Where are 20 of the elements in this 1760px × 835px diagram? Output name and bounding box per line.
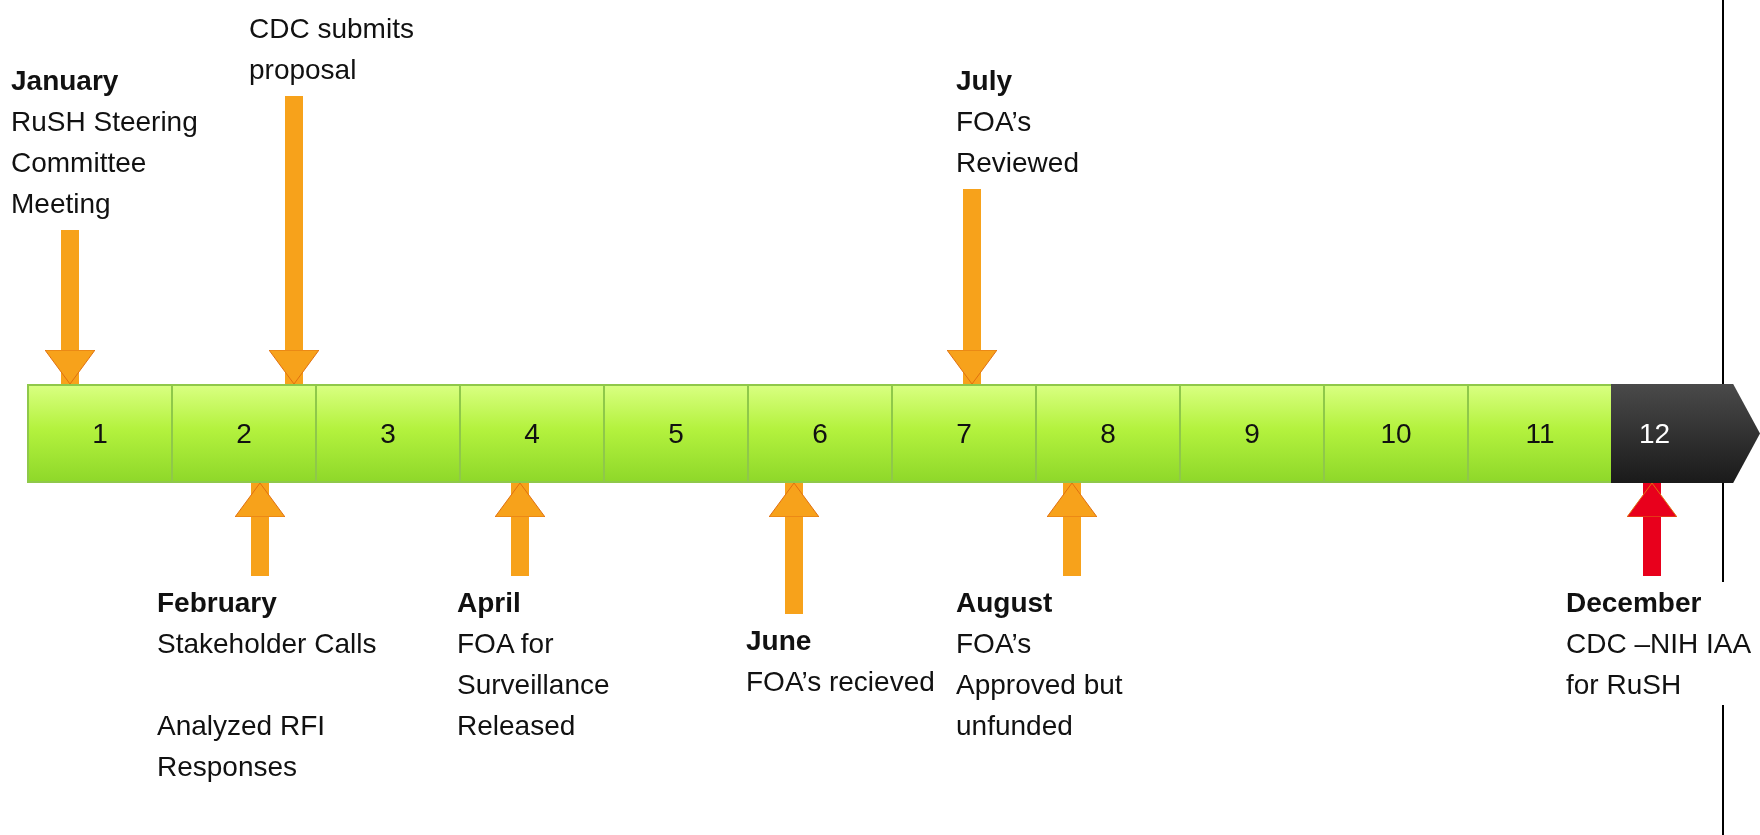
timeline-segment: 6 [747,384,893,483]
timeline-segment: 9 [1179,384,1325,483]
arrow [234,482,286,576]
arrow [268,96,320,385]
arrow [1626,482,1678,576]
timeline-segment: 5 [603,384,749,483]
timeline-segment: 2 [171,384,317,483]
arrow [494,482,546,576]
timeline-segment: 4 [459,384,605,483]
timeline-segment: 10 [1323,384,1469,483]
timeline-segment: 3 [315,384,461,483]
timeline-segment: 12 [1611,384,1760,483]
timeline-segment: 7 [891,384,1037,483]
timeline-segment: 1 [27,384,173,483]
timeline-segment: 8 [1035,384,1181,483]
timeline-segment: 11 [1467,384,1613,483]
arrow [44,230,96,385]
arrow [946,189,998,385]
arrow [768,482,820,614]
arrow [1046,482,1098,576]
